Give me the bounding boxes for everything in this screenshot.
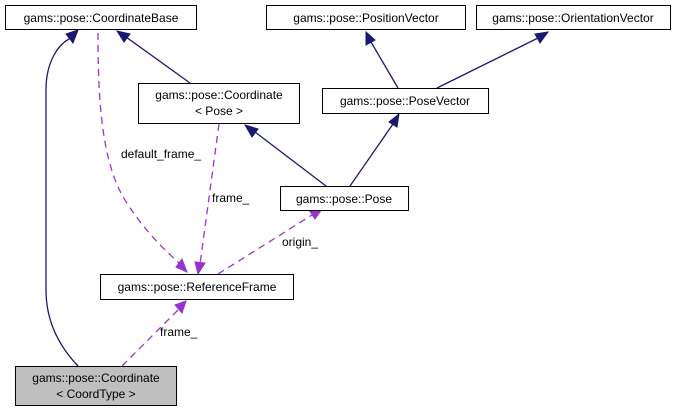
arrowhead-coordinatepose-to-referenceframe xyxy=(194,261,206,276)
arrowhead-coordtype-to-coordinatebase xyxy=(65,29,79,45)
edge-coordtype-to-coordinatebase xyxy=(45,37,79,367)
arrowhead-coordinatepose-to-coordinatebase xyxy=(115,30,131,43)
node-pose-label: gams::pose::Pose xyxy=(296,192,392,206)
arrowhead-coordinatebase-to-referenceframe xyxy=(175,257,188,273)
edge-posevector-to-positionvector xyxy=(370,41,399,89)
edge-label-origin: origin_ xyxy=(282,235,318,249)
edge-referenceframe-to-pose xyxy=(217,214,313,275)
node-coordinate-pose-label-line2: < Pose > xyxy=(195,104,243,118)
node-pose-vector-label: gams::pose::PoseVector xyxy=(340,94,470,108)
node-coordinate-pose[interactable]: gams::pose::Coordinate < Pose > xyxy=(138,83,300,124)
edge-label-frame-coordtype: frame_ xyxy=(160,325,198,339)
arrowhead-pose-to-posevector xyxy=(388,112,400,128)
node-coordinate-coordtype[interactable]: gams::pose::Coordinate < CoordType > xyxy=(15,366,177,406)
node-position-vector[interactable]: gams::pose::PositionVector xyxy=(266,5,466,30)
edge-pose-to-posevector xyxy=(349,123,394,187)
edge-coordinatepose-to-coordinatebase xyxy=(125,36,191,84)
arrowhead-pose-to-coordinatepose xyxy=(243,124,259,138)
arrowhead-posevector-to-positionvector xyxy=(365,30,376,46)
edge-coordinatebase-to-referenceframe xyxy=(97,32,181,265)
node-coordinate-base[interactable]: gams::pose::CoordinateBase xyxy=(5,5,197,30)
edge-posevector-to-orientationvector xyxy=(436,37,539,89)
edge-pose-to-coordinatepose xyxy=(254,131,327,187)
edge-referenceframe-to-coordtype xyxy=(121,308,180,367)
node-coordinate-coordtype-label-line1: gams::pose::Coordinate xyxy=(32,371,160,385)
node-pose[interactable]: gams::pose::Pose xyxy=(280,186,409,211)
node-reference-frame-label: gams::pose::ReferenceFrame xyxy=(118,280,277,294)
arrowhead-posevector-to-orientationvector xyxy=(534,31,550,44)
node-coordinate-base-label: gams::pose::CoordinateBase xyxy=(24,11,179,25)
node-reference-frame[interactable]: gams::pose::ReferenceFrame xyxy=(100,274,294,300)
edge-label-default-frame: default_frame_ xyxy=(121,147,201,161)
edge-label-frame-coordinate-pose: frame_ xyxy=(212,191,250,205)
node-pose-vector[interactable]: gams::pose::PoseVector xyxy=(322,88,489,114)
node-coordinate-coordtype-label-line2: < CoordType > xyxy=(56,387,135,401)
node-position-vector-label: gams::pose::PositionVector xyxy=(293,11,438,25)
arrowhead-referenceframe-to-coordtype xyxy=(174,300,187,314)
node-orientation-vector[interactable]: gams::pose::OrientationVector xyxy=(476,5,671,30)
node-coordinate-pose-label-line1: gams::pose::Coordinate xyxy=(155,88,283,102)
node-orientation-vector-label: gams::pose::OrientationVector xyxy=(492,11,653,25)
